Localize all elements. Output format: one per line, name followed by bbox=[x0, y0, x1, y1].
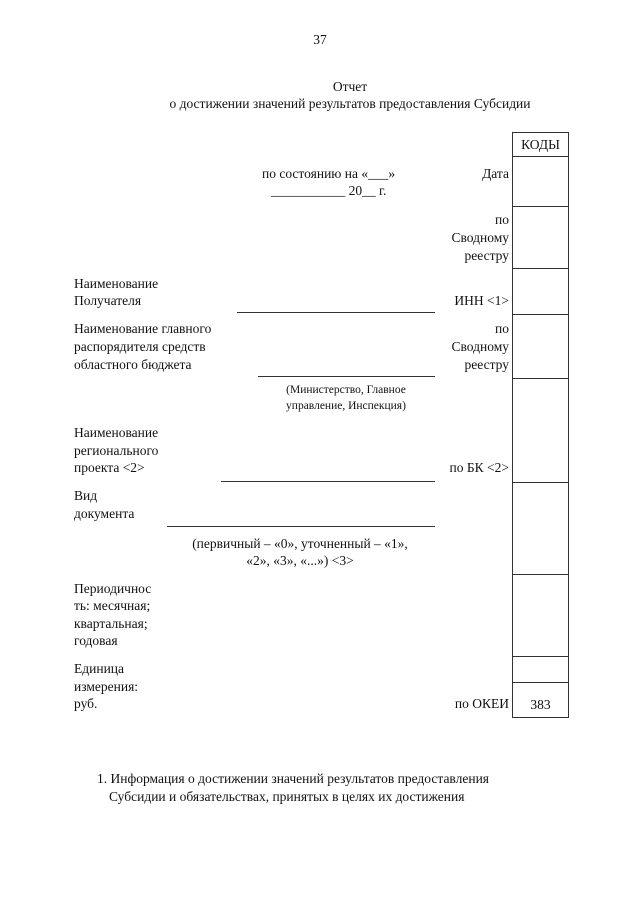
label-svodny-2-c: реестру bbox=[464, 357, 509, 372]
project-label-1: Наименование bbox=[74, 425, 159, 440]
date-year-line: ___________ 20__ г. bbox=[271, 183, 387, 198]
date-as-of: по состоянию на «___» bbox=[262, 166, 396, 181]
code-cell-inn bbox=[513, 269, 568, 315]
section-heading-2: Субсидии и обязательствах, принятых в це… bbox=[109, 789, 465, 804]
section-heading-1: 1. Информация о достижении значений резу… bbox=[97, 771, 490, 786]
codes-header-cell: КОДЫ bbox=[513, 133, 568, 157]
unit-label-1: Единица bbox=[74, 661, 125, 676]
report-title: Отчет bbox=[332, 79, 368, 94]
report-subtitle: о достижении значений результатов предос… bbox=[169, 96, 531, 111]
label-svodny-2-b: Сводному bbox=[451, 339, 509, 354]
unit-label-3: руб. bbox=[74, 696, 98, 711]
doc-type-label-2: документа bbox=[74, 506, 135, 521]
label-svodny-1-b: Сводному bbox=[451, 230, 509, 245]
codes-column: КОДЫ 383 bbox=[512, 132, 569, 718]
label-svodny-1-a: по bbox=[495, 212, 509, 227]
recipient-line bbox=[237, 312, 435, 313]
periodicity-label-1: Периодичнос bbox=[74, 581, 152, 596]
okei-code: 383 bbox=[530, 697, 551, 712]
label-bk: по БК <2> bbox=[449, 460, 509, 475]
code-cell-bk bbox=[513, 483, 568, 575]
code-cell-doc bbox=[513, 575, 568, 657]
recipient-label-1: Наименование bbox=[74, 276, 159, 291]
label-okei: по ОКЕИ bbox=[454, 696, 509, 711]
unit-label-2: измерения: bbox=[74, 679, 139, 694]
gr-manager-label-1: Наименование главного bbox=[74, 321, 212, 336]
project-line bbox=[221, 481, 435, 482]
code-cell-date bbox=[513, 157, 568, 207]
gr-manager-label-2: распорядителя средств bbox=[74, 339, 206, 354]
label-svodny-2-a: по bbox=[495, 321, 509, 336]
label-inn: ИНН <1> bbox=[454, 293, 509, 308]
project-label-2: регионального bbox=[74, 443, 159, 458]
periodicity-label-2: ть: месячная; bbox=[74, 598, 151, 613]
doc-type-label-1: Вид bbox=[74, 488, 98, 503]
gr-manager-label-3: областного бюджета bbox=[74, 357, 192, 372]
periodicity-label-3: квартальная; bbox=[74, 616, 148, 631]
doc-type-note-2: «2», «3», «...») <3> bbox=[246, 553, 354, 568]
code-cell-blank-1 bbox=[513, 379, 568, 483]
periodicity-label-4: годовая bbox=[74, 633, 118, 648]
label-svodny-1-c: реестру bbox=[464, 248, 509, 263]
codes-header: КОДЫ bbox=[521, 137, 560, 152]
doc-type-note-1: (первичный – «0», уточненный – «1», bbox=[192, 536, 408, 551]
label-date: Дата bbox=[482, 166, 509, 181]
code-cell-svodny-1 bbox=[513, 207, 568, 269]
recipient-label-2: Получателя bbox=[74, 293, 142, 308]
project-label-3: проекта <2> bbox=[74, 460, 145, 475]
doc-type-line bbox=[167, 526, 435, 527]
code-cell-svodny-2 bbox=[513, 315, 568, 379]
gr-manager-note-1: (Министерство, Главное bbox=[286, 384, 406, 396]
code-cell-period bbox=[513, 657, 568, 683]
gr-manager-line bbox=[258, 376, 435, 377]
page-number: 37 bbox=[313, 32, 327, 47]
gr-manager-note-2: управление, Инспекция) bbox=[286, 400, 406, 412]
